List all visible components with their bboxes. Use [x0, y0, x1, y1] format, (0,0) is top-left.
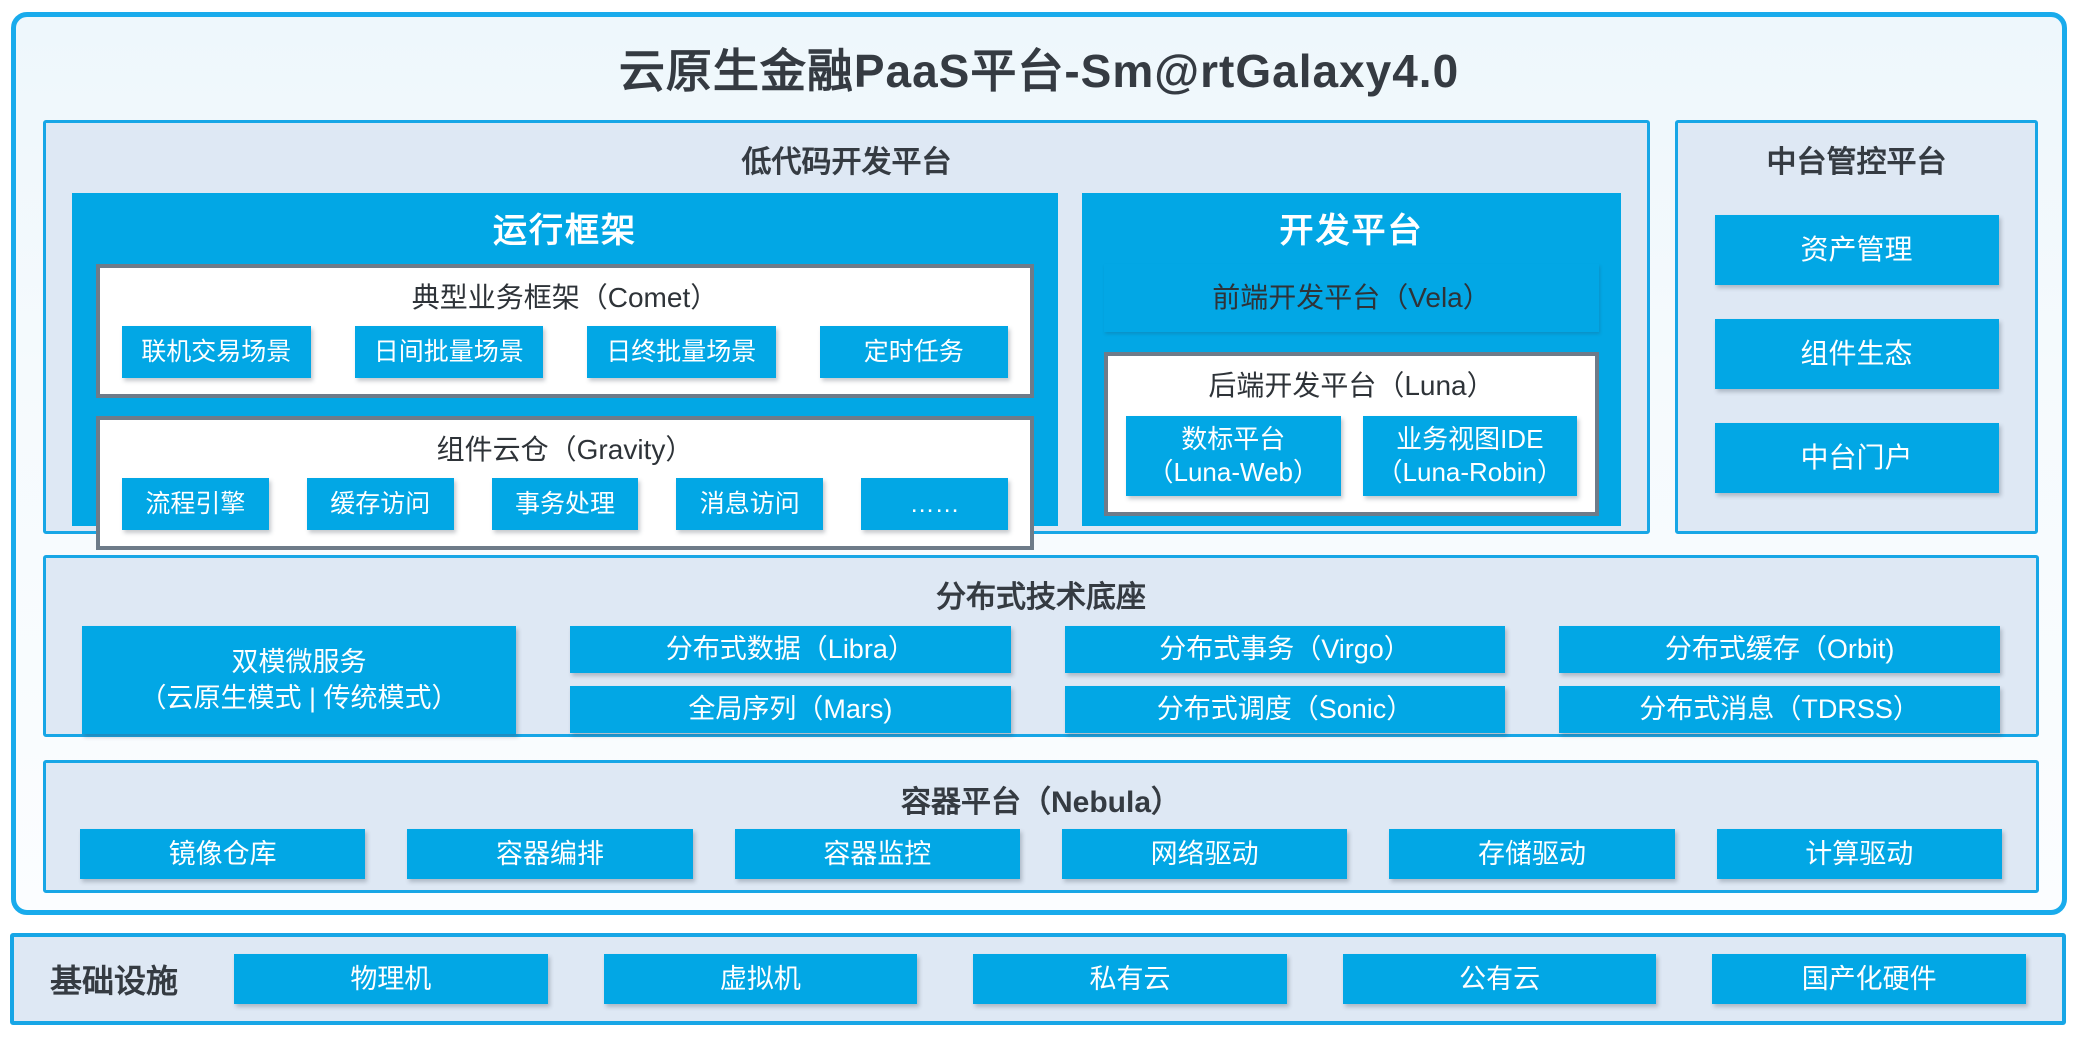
luna-title: 后端开发平台（Luna） — [1208, 370, 1495, 401]
infrastructure-item: 私有云 — [973, 954, 1287, 1004]
mid-platform-item: 组件生态 — [1714, 319, 1999, 389]
comet-title: 典型业务框架（Comet） — [411, 282, 719, 313]
container-item: 容器监控 — [734, 829, 1020, 879]
comet-box: 典型业务框架（Comet） 联机交易场景 日间批量场景 日终批量场景 定时任务 — [96, 264, 1034, 398]
gravity-box: 组件云仓（Gravity） 流程引擎 缓存访问 事务处理 消息访问 …… — [96, 416, 1034, 550]
mid-platform-title: 中台管控平台 — [1766, 146, 1947, 179]
page-title: 云原生金融PaaS平台-Sm@rtGalaxy4.0 — [618, 45, 1460, 97]
gravity-items-row: 流程引擎 缓存访问 事务处理 消息访问 …… — [100, 478, 1030, 546]
infrastructure-title: 基础设施 — [50, 963, 179, 999]
comet-items-row: 联机交易场景 日间批量场景 日终批量场景 定时任务 — [100, 326, 1030, 394]
outer-frame: 云原生金融PaaS平台-Sm@rtGalaxy4.0 低代码开发平台 运行框架 … — [11, 12, 2067, 915]
low-code-body: 运行框架 典型业务框架（Comet） 联机交易场景 日间批量场景 日终批量场景 … — [46, 181, 1647, 550]
panel-distributed-base: 分布式技术底座 双模微服务 （云原生模式 | 传统模式） 分布式数据（Libra… — [43, 555, 2039, 737]
container-items-row: 镜像仓库 容器编排 容器监控 网络驱动 存储驱动 计算驱动 — [46, 821, 2036, 879]
vela-box: 前端开发平台（Vela） — [1104, 264, 1599, 332]
comet-item: 定时任务 — [819, 326, 1008, 378]
runtime-framework-title: 运行框架 — [493, 212, 637, 250]
mid-platform-item: 中台门户 — [1714, 423, 1999, 493]
dual-mode-microservice-block: 双模微服务 （云原生模式 | 传统模式） — [82, 626, 516, 734]
container-item: 镜像仓库 — [80, 829, 366, 879]
container-item: 容器编排 — [407, 829, 693, 879]
gravity-item: 流程引擎 — [122, 478, 269, 530]
distributed-item: 分布式缓存（Orbit) — [1559, 626, 2000, 673]
panel-container-platform: 容器平台（Nebula） 镜像仓库 容器编排 容器监控 网络驱动 存储驱动 计算… — [43, 760, 2039, 893]
comet-item: 日终批量场景 — [587, 326, 776, 378]
infrastructure-item: 国产化硬件 — [1712, 954, 2026, 1004]
runtime-framework-panel: 运行框架 典型业务框架（Comet） 联机交易场景 日间批量场景 日终批量场景 … — [72, 193, 1058, 550]
luna-item-line2: （Luna-Robin） — [1376, 457, 1563, 487]
mid-platform-item: 资产管理 — [1714, 215, 1999, 285]
distributed-items-grid: 分布式数据（Libra） 分布式事务（Virgo） 分布式缓存（Orbit) 全… — [570, 626, 2000, 733]
infrastructure-item: 公有云 — [1342, 954, 1657, 1004]
container-platform-title: 容器平台（Nebula） — [900, 786, 1182, 819]
luna-item-line1: 业务视图IDE — [1396, 424, 1544, 454]
dev-platform-title: 开发平台 — [1279, 212, 1424, 250]
comet-item: 日间批量场景 — [354, 326, 543, 378]
luna-box: 后端开发平台（Luna） 数标平台 （Luna-Web） 业务视图IDE （Lu… — [1104, 352, 1599, 516]
distributed-base-title: 分布式技术底座 — [936, 581, 1146, 614]
panel-mid-platform-control: 中台管控平台 资产管理 组件生态 中台门户 — [1675, 120, 2038, 534]
luna-items-row: 数标平台 （Luna-Web） 业务视图IDE （Luna-Robin） — [1108, 414, 1595, 512]
infrastructure-item: 物理机 — [234, 954, 548, 1004]
distributed-item: 分布式调度（Sonic） — [1064, 686, 1506, 733]
distributed-item: 分布式数据（Libra） — [570, 626, 1011, 673]
comet-item: 联机交易场景 — [122, 326, 311, 378]
dual-mode-line1: 双模微服务 — [231, 647, 367, 677]
dual-mode-line2: （云原生模式 | 传统模式） — [139, 683, 459, 713]
luna-item-web: 数标平台 （Luna-Web） — [1126, 416, 1341, 496]
gravity-item: 缓存访问 — [306, 478, 454, 530]
distributed-item: 全局序列（Mars) — [570, 686, 1011, 733]
infrastructure-item: 虚拟机 — [603, 954, 918, 1004]
dev-platform-panel: 开发平台 前端开发平台（Vela） 后端开发平台（Luna） 数标平台 （Lun… — [1082, 193, 1621, 526]
panel-infrastructure: 基础设施 物理机 虚拟机 私有云 公有云 国产化硬件 — [10, 933, 2066, 1025]
low-code-platform-title: 低代码开发平台 — [741, 146, 952, 179]
luna-item-line1: 数标平台 — [1181, 424, 1286, 454]
gravity-item: 事务处理 — [491, 478, 639, 530]
infrastructure-body: 基础设施 物理机 虚拟机 私有云 公有云 国产化硬件 — [14, 937, 2062, 1021]
gravity-title: 组件云仓（Gravity） — [436, 434, 694, 465]
distributed-item: 分布式消息（TDRSS） — [1559, 686, 2000, 733]
container-item: 计算驱动 — [1716, 829, 2002, 879]
gravity-item: …… — [861, 478, 1008, 530]
luna-item-robin: 业务视图IDE （Luna-Robin） — [1362, 416, 1577, 496]
distributed-body: 双模微服务 （云原生模式 | 传统模式） 分布式数据（Libra） 分布式事务（… — [46, 616, 2036, 734]
distributed-item: 分布式事务（Virgo） — [1064, 626, 1506, 673]
container-item: 存储驱动 — [1389, 829, 1675, 879]
gravity-item: 消息访问 — [676, 478, 824, 530]
panel-low-code-platform: 低代码开发平台 运行框架 典型业务框架（Comet） 联机交易场景 日间批量场景… — [43, 120, 1650, 550]
luna-item-line2: （Luna-Web） — [1147, 457, 1320, 487]
container-item: 网络驱动 — [1061, 829, 1348, 879]
